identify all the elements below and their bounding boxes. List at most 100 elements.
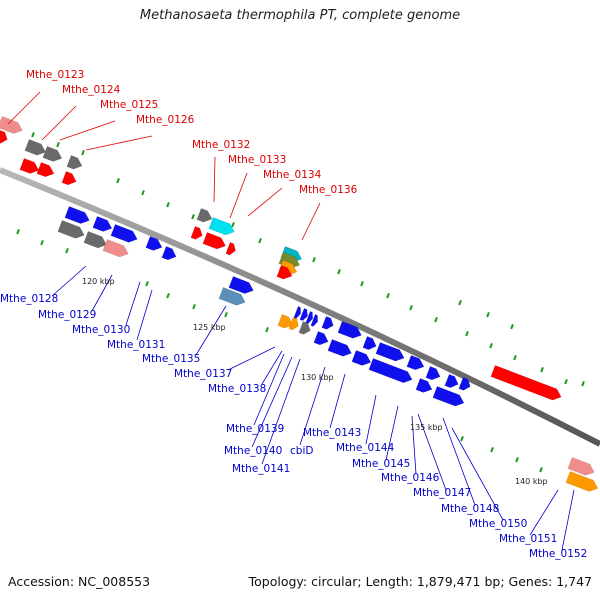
leader-line [7,91,41,125]
gene-arrow [298,321,311,335]
tick-dot [581,381,585,387]
leader-line [247,187,283,217]
scale-tick-label: 130 kbp [301,373,334,382]
gene-label-lower: Mthe_0143 [303,427,361,439]
gene-label-upper: Mthe_0123 [26,69,84,81]
gene-labels: Mthe_0123Mthe_0124Mthe_0125Mthe_0126Mthe… [0,69,587,560]
tick-dot [312,257,316,263]
tick-dot [141,190,145,196]
leader-line [91,274,113,312]
gene-arrow [406,355,425,371]
gene-label-lower: cbiD [290,445,313,457]
gene-label-lower: Mthe_0137 [174,368,232,380]
gene-arrow [321,316,334,330]
gene-label-lower: Mthe_0131 [107,339,165,351]
genome-backbone [0,167,600,447]
tick-dot [40,240,44,246]
leader-line [261,350,283,385]
gene-arrow [208,217,235,236]
accession-text: Accession: NC_008553 [8,574,151,589]
gene-label-upper: Mthe_0133 [228,154,286,166]
scale-tick-label: 135 kbp [410,423,443,432]
tick-dot [409,305,413,311]
gene-arrow [458,377,471,391]
label-leaders [7,91,575,551]
gene-arrow [83,231,107,249]
leader-line [125,281,141,326]
tick-dot [564,379,568,385]
tick-dot [465,331,469,337]
gene-arrow [66,155,83,170]
leader-line [251,356,293,448]
gene-arrow [327,339,352,357]
gene-arrow [110,224,138,243]
tick-dot [258,238,262,244]
gene-arrow [337,321,362,339]
gene-arrow [444,374,459,389]
tick-dot [231,222,235,228]
leader-line [227,346,276,371]
gene-arrow [161,246,177,261]
gene-arrow [225,242,236,256]
leader-line [195,305,227,356]
gene-label-lower: Mthe_0147 [413,487,471,499]
gene-arrow [432,386,465,407]
gene-arrow [276,265,293,280]
leader-line [451,427,504,521]
tick-dot [224,312,228,318]
leader-line [41,105,77,141]
tick-dot [16,229,20,235]
gene-arrow [190,226,203,240]
gene-label-upper: Mthe_0134 [263,169,322,181]
scale-tick-label: 120 kbp [82,277,115,286]
gene-arrow [36,162,55,178]
gene-label-upper: Mthe_0125 [100,99,158,111]
scale-tick-label: 125 kbp [193,323,226,332]
gene-arrow [0,130,8,144]
gene-arrow [24,139,47,156]
leader-line [229,172,248,219]
gene-label-lower: Mthe_0152 [529,548,587,560]
gene-arrow [351,350,372,366]
tick-dot [31,132,35,138]
gene-label-lower: Mthe_0135 [142,353,200,365]
gene-arrow [567,457,595,476]
tick-dot [540,367,544,373]
genome-summary-text: Topology: circular; Length: 1,879,471 bp… [248,574,592,589]
gene-arrow [288,317,299,331]
leader-line [253,353,285,426]
tick-dot [513,355,517,361]
gene-label-lower: Mthe_0146 [381,472,440,484]
leader-line [417,413,447,491]
gene-arrow [61,171,77,186]
gene-arrow [490,365,562,401]
leader-line [51,265,87,297]
gene-arrow [202,232,226,250]
gene-arrow [293,306,301,319]
gene-arrow [565,471,599,492]
map-title: Methanosaeta thermophila PT, complete ge… [139,8,461,23]
tick-dot [166,202,170,208]
leader-line [411,415,417,475]
scale-tick-label: 140 kbp [515,477,548,486]
gene-label-upper: Mthe_0124 [62,84,121,96]
tick-dot [192,304,196,310]
gene-label-lower: Mthe_0148 [441,503,499,515]
leader-line [136,289,153,341]
tick-dot [434,317,438,323]
tick-dot [458,300,462,306]
gene-arrow [299,308,308,321]
tick-dot [490,447,494,453]
gene-arrow [277,314,294,329]
leader-line [561,489,575,551]
gene-arrow [313,331,329,346]
gene-label-lower: Mthe_0128 [0,293,58,305]
leader-line [442,417,476,506]
tick-dot [191,214,195,220]
gene-arrow [375,342,405,362]
gene-features [0,116,599,492]
leader-line [261,358,301,465]
gene-label-lower: Mthe_0130 [72,324,130,336]
tick-dot [515,457,519,463]
